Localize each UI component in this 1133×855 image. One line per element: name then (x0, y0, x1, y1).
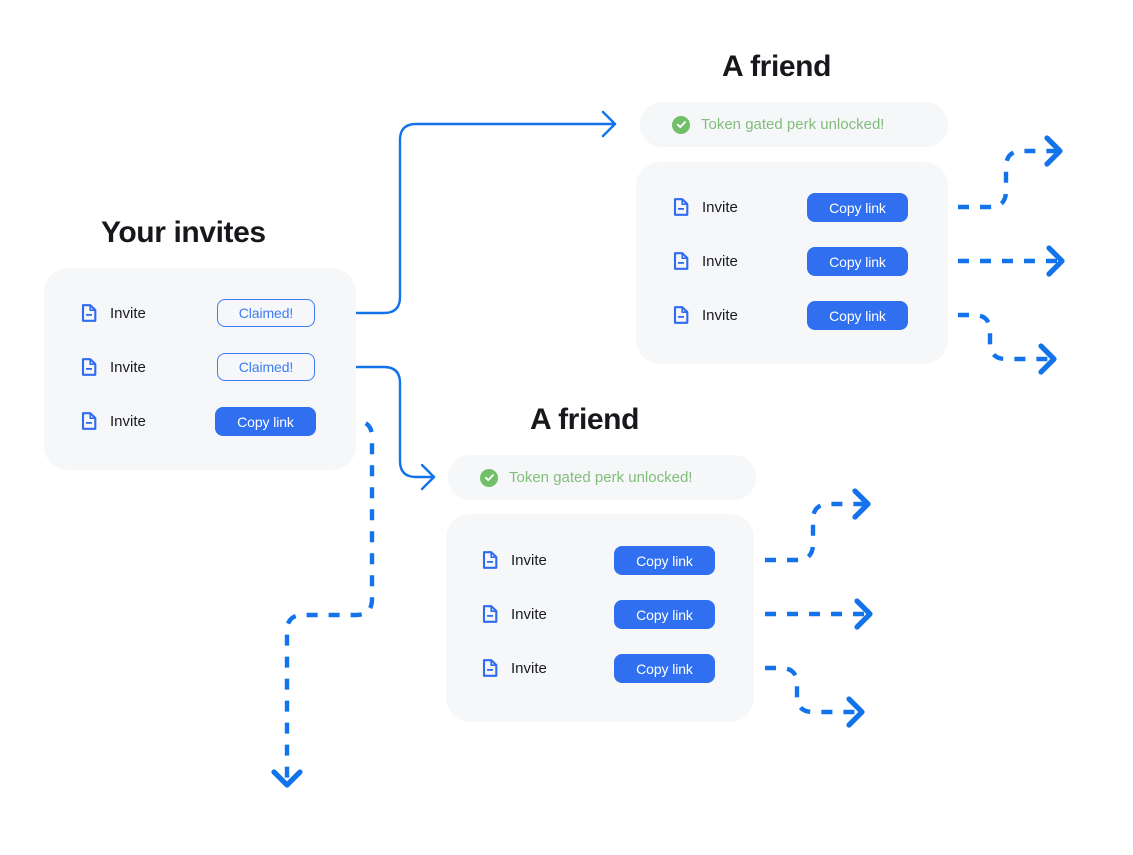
arrowhead-bottom-row1 (852, 488, 871, 520)
copy-link-button[interactable]: Copy link (614, 600, 715, 629)
copy-link-button[interactable]: Copy link (614, 654, 715, 683)
document-icon (81, 412, 97, 430)
invite-row: Invite (673, 300, 738, 330)
friend-top-heading: A friend (722, 50, 832, 83)
copy-link-button[interactable]: Copy link (807, 247, 908, 276)
invite-row: Invite (673, 246, 738, 276)
arrowhead-top-row2 (1046, 245, 1065, 277)
document-icon (673, 198, 689, 216)
document-icon (673, 306, 689, 324)
claimed-1-to-friend-top (318, 122, 617, 315)
invite-label: Invite (702, 306, 738, 324)
document-icon (482, 551, 498, 569)
invite-label: Invite (110, 412, 146, 430)
invite-row: Invite (81, 406, 146, 436)
invite-row: Invite (673, 192, 738, 222)
invites-copy-link-down (284, 418, 375, 785)
invite-row: Invite (81, 298, 146, 328)
check-circle-icon (672, 115, 690, 134)
perk-text: Token gated perk unlocked! (509, 469, 693, 486)
claimed-button[interactable]: Claimed! (217, 299, 315, 327)
copy-link-button[interactable]: Copy link (614, 546, 715, 575)
invite-label: Invite (511, 659, 547, 677)
arrowhead-invites-down (271, 769, 303, 788)
invite-label: Invite (702, 252, 738, 270)
invite-label: Invite (511, 605, 547, 623)
invite-row: Invite (482, 545, 547, 575)
invite-row: Invite (482, 653, 547, 683)
check-circle-icon (480, 468, 498, 487)
arrowhead-top-row3 (1038, 343, 1057, 375)
document-icon (81, 304, 97, 322)
invite-row: Invite (482, 599, 547, 629)
your-invites-heading: Your invites (101, 216, 266, 249)
arrowhead-bottom-row3 (846, 696, 865, 728)
arrowhead-top-row1 (1044, 135, 1063, 167)
claimed-button[interactable]: Claimed! (217, 353, 315, 381)
invite-label: Invite (110, 304, 146, 322)
invite-row: Invite (81, 352, 146, 382)
arrowhead-friend-bottom-in (420, 463, 436, 491)
perk-text: Token gated perk unlocked! (701, 116, 885, 133)
friend-bottom-heading: A friend (530, 403, 640, 436)
copy-link-button[interactable]: Copy link (215, 407, 316, 436)
invite-label: Invite (702, 198, 738, 216)
document-icon (81, 358, 97, 376)
document-icon (482, 605, 498, 623)
copy-link-button[interactable]: Copy link (807, 193, 908, 222)
invite-label: Invite (511, 551, 547, 569)
document-icon (482, 659, 498, 677)
invite-label: Invite (110, 358, 146, 376)
document-icon (673, 252, 689, 270)
arrowhead-bottom-row2 (854, 598, 873, 630)
arrowhead-friend-top-in (601, 110, 617, 138)
friend-top-perk-banner: Token gated perk unlocked! (640, 102, 948, 147)
friend-bottom-perk-banner: Token gated perk unlocked! (448, 455, 756, 500)
copy-link-button[interactable]: Copy link (807, 301, 908, 330)
